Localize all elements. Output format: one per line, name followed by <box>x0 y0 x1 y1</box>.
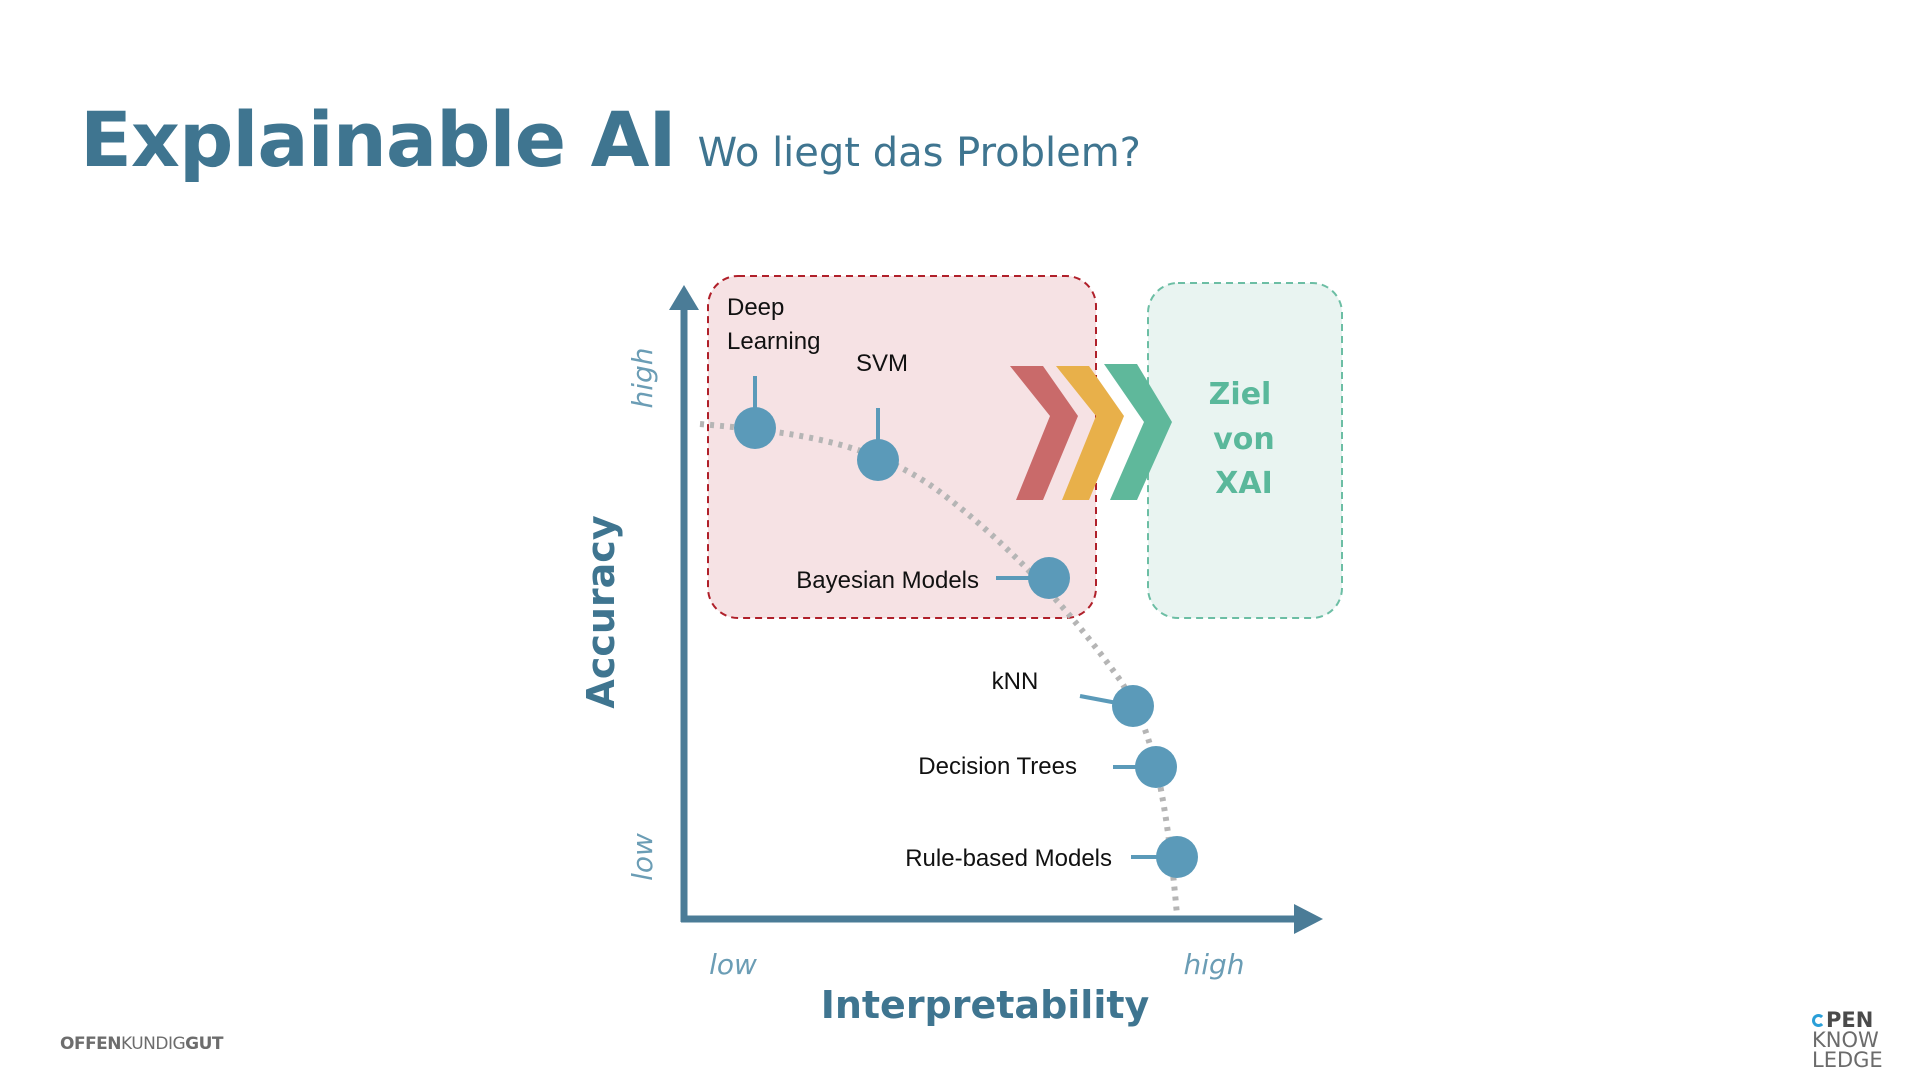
model-svm: SVM <box>856 350 908 481</box>
page-subtitle: Wo liegt das Problem? <box>697 130 1141 176</box>
model-label: Rule-based Models <box>905 845 1112 872</box>
chevron-green <box>1104 364 1172 500</box>
goal-line-2: von <box>1213 422 1275 457</box>
model-point <box>734 407 776 449</box>
footer-brand-part-3: GUT <box>185 1034 224 1054</box>
model-point <box>1135 746 1177 788</box>
chevron-orange <box>1056 366 1124 500</box>
model-label: kNN <box>992 668 1039 695</box>
logo-line-1-text: PEN <box>1826 1008 1874 1032</box>
model-bayesian: Bayesian Models <box>796 557 1070 599</box>
x-low-label: low <box>709 948 757 981</box>
open-knowledge-logo: PEN KNOW LEDGE <box>1812 1008 1892 1072</box>
logo-line-3: LEDGE <box>1812 1048 1883 1072</box>
title-row: Explainable AI Wo liegt das Problem? <box>80 95 1141 184</box>
model-label: Decision Trees <box>918 753 1077 780</box>
x-high-label: high <box>1183 948 1244 981</box>
y-high-label: high <box>626 347 659 408</box>
footer-brand-part-1: OFFEN <box>60 1034 122 1054</box>
page-title: Explainable AI <box>80 95 677 184</box>
model-point <box>857 439 899 481</box>
y-axis-label: Accuracy <box>579 515 623 708</box>
goal-line-3: XAI <box>1215 466 1273 501</box>
x-axis-arrowhead <box>1294 904 1323 934</box>
model-label-line-1: Deep <box>727 294 784 321</box>
logo-line-1: PEN <box>1812 1008 1892 1032</box>
model-label: Bayesian Models <box>796 567 979 594</box>
goal-line-1: Ziel <box>1209 377 1272 412</box>
model-label-line-2: Learning <box>727 328 820 355</box>
model-knn: kNN <box>992 668 1154 727</box>
model-decision-trees: Decision Trees <box>918 746 1177 788</box>
model-label: SVM <box>856 350 908 377</box>
model-point <box>1112 685 1154 727</box>
footer-brand: OFFENKUNDIGGUT <box>60 1034 224 1054</box>
y-low-label: low <box>626 833 659 881</box>
logo-o-icon <box>1812 1013 1825 1027</box>
logo-line-2: KNOW <box>1812 1028 1879 1052</box>
chevron-red <box>1010 366 1078 500</box>
model-point <box>1156 836 1198 878</box>
model-point <box>1028 557 1070 599</box>
model-deep-learning: Deep Learning <box>727 294 820 449</box>
x-axis-label: Interpretability <box>821 983 1150 1027</box>
footer-brand-part-2: KUNDIG <box>121 1034 186 1054</box>
model-rule-based: Rule-based Models <box>905 836 1198 878</box>
y-axis-arrowhead <box>669 285 699 310</box>
